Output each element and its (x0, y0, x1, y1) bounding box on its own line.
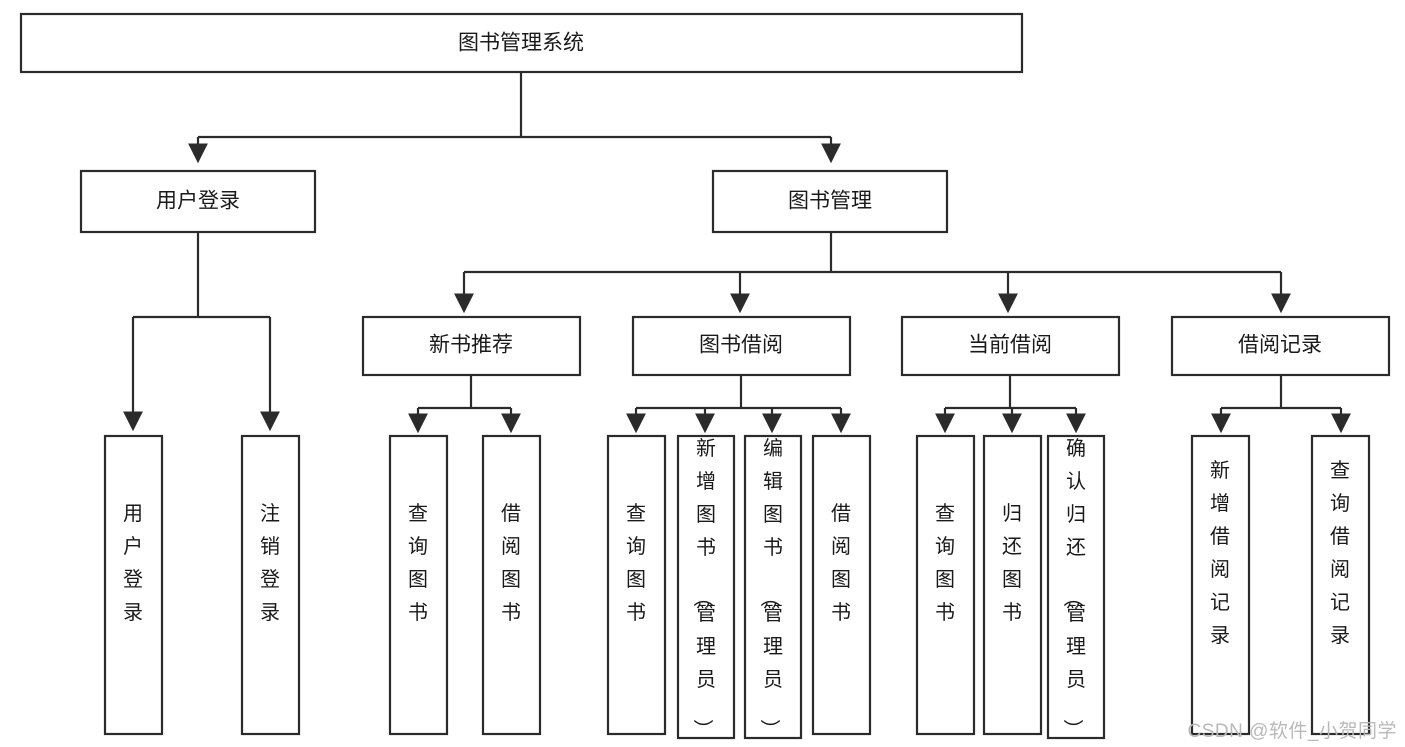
leaf-user-login-0-box[interactable] (103, 434, 164, 736)
node-book-management-box[interactable] (711, 169, 949, 234)
node-book-management[interactable]: 图书管理 (711, 169, 949, 234)
node-user-login-box[interactable] (79, 169, 317, 234)
connector-group-new-book (408, 375, 521, 434)
node-borrow-record-label: 借阅记录 (1238, 334, 1322, 357)
node-current-borrow-box[interactable] (900, 315, 1121, 377)
node-current-borrow-label: 当前借阅 (968, 334, 1052, 357)
connector-group-book-borrow (626, 375, 851, 434)
node-user-login[interactable]: 用户登录 (79, 169, 317, 234)
leaf-borrow-record-0[interactable]: 新增借阅记录 (1190, 434, 1251, 736)
leaf-book-borrow-3-box[interactable] (811, 434, 872, 736)
leaf-user-login-1-box[interactable] (240, 434, 301, 736)
leaf-current-borrow-2-box[interactable] (1046, 434, 1106, 740)
leaf-book-borrow-2-box[interactable] (743, 434, 803, 740)
leaf-book-borrow-3-label: 借阅图书 (831, 502, 851, 624)
leaf-new-book-1-label: 借阅图书 (501, 502, 521, 624)
node-root[interactable]: 图书管理系统 (19, 12, 1024, 74)
leaf-current-borrow-1-box[interactable] (982, 434, 1043, 736)
node-root-label: 图书管理系统 (458, 32, 584, 55)
node-new-book-recommend-box[interactable] (361, 315, 582, 377)
leaf-book-borrow-1-label: 新增图书（管理员） (691, 437, 716, 739)
leaf-borrow-record-1-box[interactable] (1310, 434, 1371, 736)
leaf-user-login-0-label: 用户登录 (123, 503, 143, 624)
leaf-book-borrow-2[interactable]: 编辑图书（管理员） (743, 434, 803, 740)
leaf-borrow-record-1[interactable]: 查询借阅记录 (1310, 434, 1371, 736)
node-book-borrow-label: 图书借阅 (699, 334, 783, 357)
node-root-box[interactable] (19, 12, 1024, 74)
connector-group-current-borrow (935, 375, 1086, 434)
leaf-user-login-0[interactable]: 用户登录 (103, 434, 164, 736)
node-book-borrow[interactable]: 图书借阅 (631, 315, 852, 377)
node-user-login-label: 用户登录 (156, 190, 240, 213)
leaf-new-book-0-box[interactable] (388, 434, 449, 736)
node-book-management-label: 图书管理 (788, 190, 872, 213)
leaf-book-borrow-2-label: 编辑图书（管理员） (758, 437, 783, 739)
leaf-current-borrow-1-label: 归还图书 (1002, 502, 1022, 624)
node-borrow-record[interactable]: 借阅记录 (1170, 315, 1391, 377)
leaf-book-borrow-0-label: 查询图书 (626, 502, 646, 624)
node-borrow-record-box[interactable] (1170, 315, 1391, 377)
leaf-user-login-1-label: 注销登录 (260, 502, 280, 624)
leaf-borrow-record-1-label: 查询借阅记录 (1330, 459, 1350, 647)
leaf-book-borrow-3[interactable]: 借阅图书 (811, 434, 872, 736)
connector-group-borrow-record (1211, 375, 1351, 434)
leaf-new-book-1-box[interactable] (481, 434, 542, 736)
node-new-book-recommend[interactable]: 新书推荐 (361, 315, 582, 377)
leaf-user-login-1[interactable]: 注销登录 (240, 434, 301, 736)
leaf-current-borrow-0-label: 查询图书 (935, 502, 955, 624)
leaf-borrow-record-0-box[interactable] (1190, 434, 1251, 736)
leaf-current-borrow-1[interactable]: 归还图书 (982, 434, 1043, 736)
leaf-current-borrow-0[interactable]: 查询图书 (915, 434, 976, 736)
leaf-current-borrow-2-label: 确认归还（管理员） (1061, 437, 1086, 739)
leaf-new-book-1[interactable]: 借阅图书 (481, 434, 542, 736)
leaf-new-book-0[interactable]: 查询图书 (388, 434, 449, 736)
node-current-borrow[interactable]: 当前借阅 (900, 315, 1121, 377)
connector-group-user-login (123, 232, 280, 432)
leaf-new-book-0-label: 查询图书 (408, 502, 428, 624)
connector-group-book-mgmt (454, 232, 1291, 314)
node-book-borrow-box[interactable] (631, 315, 852, 377)
connector-group-root (188, 73, 841, 164)
leaf-book-borrow-0-box[interactable] (606, 434, 667, 736)
csdn-watermark: CSDN @软件_小贺同学 (1187, 721, 1397, 742)
node-new-book-recommend-label: 新书推荐 (429, 334, 513, 357)
leaf-book-borrow-0[interactable]: 查询图书 (606, 434, 667, 736)
leaf-book-borrow-1-box[interactable] (676, 434, 736, 740)
leaf-current-borrow-0-box[interactable] (915, 434, 976, 736)
leaf-book-borrow-1[interactable]: 新增图书（管理员） (676, 434, 736, 740)
leaf-current-borrow-2[interactable]: 确认归还（管理员） (1046, 434, 1106, 740)
leaf-borrow-record-0-label: 新增借阅记录 (1210, 459, 1230, 647)
